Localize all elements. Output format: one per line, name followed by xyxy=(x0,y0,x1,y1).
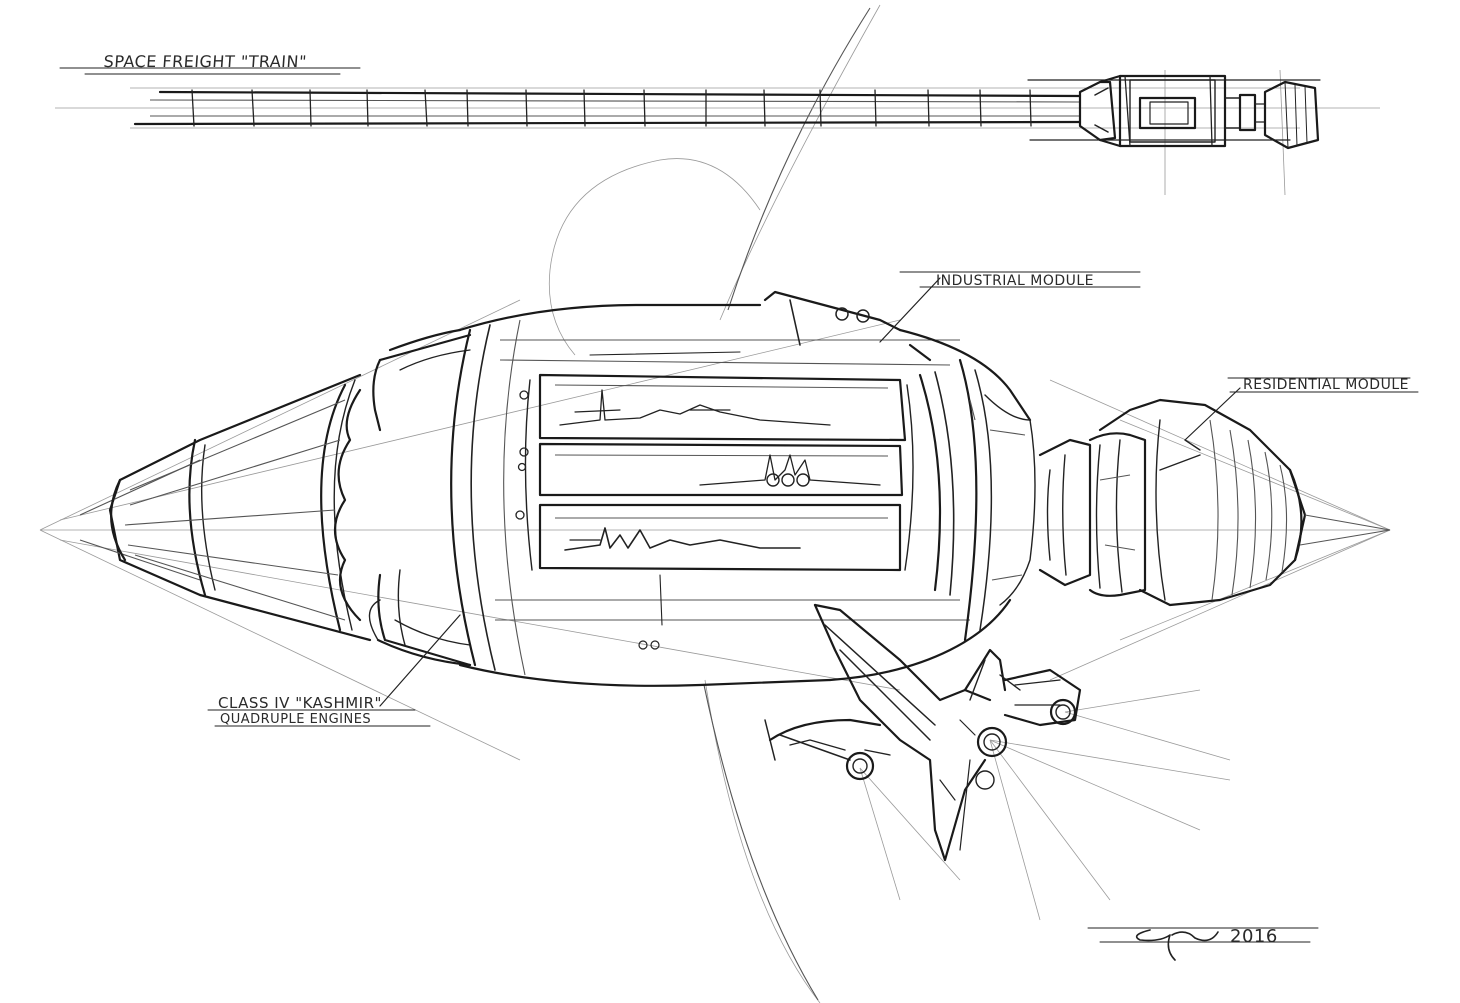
freight-train-elevation xyxy=(133,74,1321,150)
artist-signature xyxy=(1135,929,1219,961)
docking-shuttle xyxy=(764,603,1082,862)
engines-label-line1: CLASS IV "KASHMIR" xyxy=(218,694,382,712)
construction-lines xyxy=(39,4,1391,1003)
engines-callout: CLASS IV "KASHMIR" QUADRUPLE ENGINES xyxy=(207,614,461,727)
main-ship xyxy=(79,290,1391,687)
industrial-module-callout: INDUSTRIAL MODULE xyxy=(879,271,1141,343)
signature-year: 2016 xyxy=(1230,926,1278,947)
title-label: SPACE FREIGHT "TRAIN" xyxy=(103,52,307,71)
title-label-group: SPACE FREIGHT "TRAIN" xyxy=(59,52,361,75)
industrial-module-label: INDUSTRIAL MODULE xyxy=(936,273,1094,289)
signature-block: 2016 xyxy=(1087,926,1319,961)
residential-module-label: RESIDENTIAL MODULE xyxy=(1243,377,1409,393)
residential-module-callout: RESIDENTIAL MODULE xyxy=(1184,377,1419,441)
engines-label-line2: QUADRUPLE ENGINES xyxy=(220,712,371,727)
